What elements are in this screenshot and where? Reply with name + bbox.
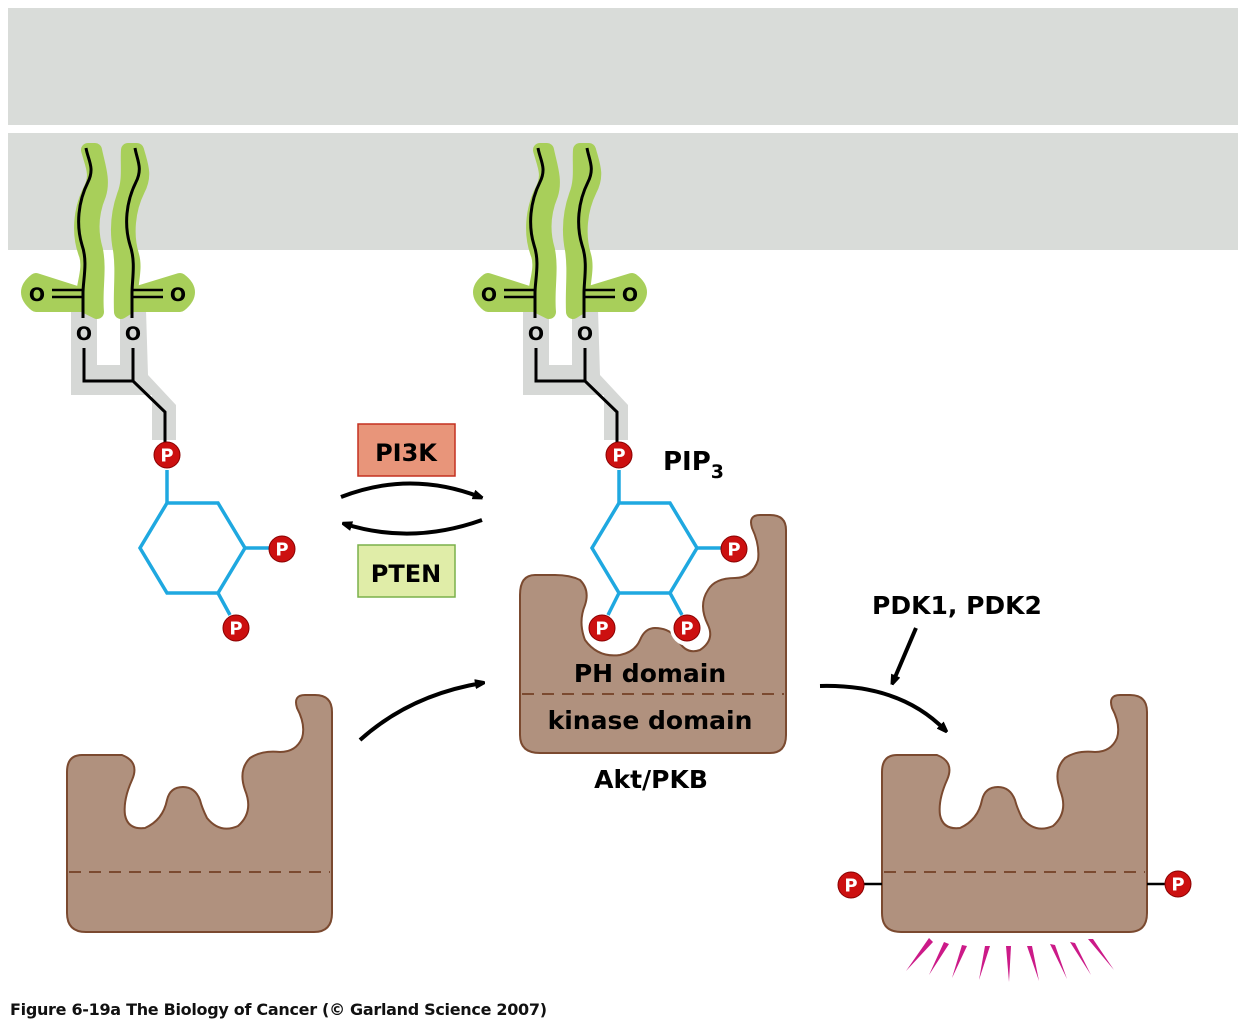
pdk-arrow xyxy=(893,627,918,682)
phosphate-icon xyxy=(673,614,701,642)
pip3-lipid: O O O O xyxy=(473,143,647,445)
pi3k-box xyxy=(357,423,456,477)
phosphate-icon xyxy=(720,535,748,563)
oxygen-label: O xyxy=(528,323,544,345)
akt-pkb-label: Akt/PKB xyxy=(594,765,708,794)
akt-protein-inactive xyxy=(66,694,333,933)
activity-ray xyxy=(979,946,990,980)
pip2-lipid: O O O O xyxy=(21,143,296,642)
kinase-domain-label: kinase domain xyxy=(548,706,753,735)
membrane-inner-leaflet xyxy=(8,133,1238,250)
inositol-ring xyxy=(589,501,700,595)
activity-ray xyxy=(1027,946,1039,981)
forward-arrow xyxy=(340,481,480,498)
ph-domain-label: PH domain xyxy=(574,659,726,688)
lipid-tail-halo xyxy=(110,143,195,319)
akt-protein-active xyxy=(837,694,1192,933)
kinase-activity-rays xyxy=(906,938,1114,982)
membrane-outer-leaflet xyxy=(8,8,1238,125)
recruitment-arrow xyxy=(358,683,482,742)
oxygen-label: O xyxy=(622,284,638,306)
activity-ray xyxy=(1006,946,1011,982)
reverse-arrow xyxy=(345,518,483,536)
pten-box xyxy=(357,544,456,598)
lipid-tail-halo xyxy=(562,143,647,319)
activity-ray xyxy=(1050,944,1067,979)
pten-label: PTEN xyxy=(371,560,441,588)
pdk-label: PDK1, PDK2 xyxy=(872,591,1042,620)
inositol-ring xyxy=(137,501,248,595)
pip3-label: PIP3 xyxy=(663,447,724,483)
activity-ray xyxy=(929,942,949,975)
phosphate-icon xyxy=(268,535,296,563)
activity-ray xyxy=(1088,939,1114,970)
lipid-tail-halo xyxy=(473,143,560,319)
phosphate-icon xyxy=(588,614,616,642)
fatty-acid-tail xyxy=(125,147,141,318)
akt-protein-bound: PH domain kinase domain xyxy=(519,514,787,754)
glycerol-halo xyxy=(71,310,176,440)
oxygen-label: O xyxy=(170,284,186,306)
glycerol-halo xyxy=(523,310,628,440)
activity-ray xyxy=(1070,942,1091,975)
activity-ray xyxy=(952,945,967,978)
pip3-headgroup xyxy=(588,441,748,642)
lipid-tail-halo xyxy=(21,143,108,319)
oxygen-label: O xyxy=(125,323,141,345)
oxygen-label: O xyxy=(481,284,497,306)
fatty-acid-tail xyxy=(577,147,593,318)
oxygen-label: O xyxy=(76,323,92,345)
phosphate-icon xyxy=(837,871,865,899)
oxygen-label: O xyxy=(29,284,45,306)
oxygen-label: O xyxy=(577,323,593,345)
akt-body xyxy=(881,694,1148,933)
fatty-acid-tail xyxy=(77,147,93,318)
phosphate-icon xyxy=(222,614,250,642)
glycerol-backbone xyxy=(534,348,619,445)
pi3k-label: PI3K xyxy=(375,439,438,467)
activation-arrow xyxy=(819,683,945,730)
phosphate-icon xyxy=(153,441,181,469)
figure-caption: Figure 6-19a The Biology of Cancer (© Ga… xyxy=(10,1000,547,1019)
glycerol-backbone xyxy=(82,348,167,445)
fatty-acid-tail xyxy=(529,147,545,318)
activity-ray xyxy=(906,938,933,971)
phosphate-icon xyxy=(605,441,633,469)
phosphate-icon xyxy=(1164,870,1192,898)
akt-body xyxy=(66,694,333,933)
